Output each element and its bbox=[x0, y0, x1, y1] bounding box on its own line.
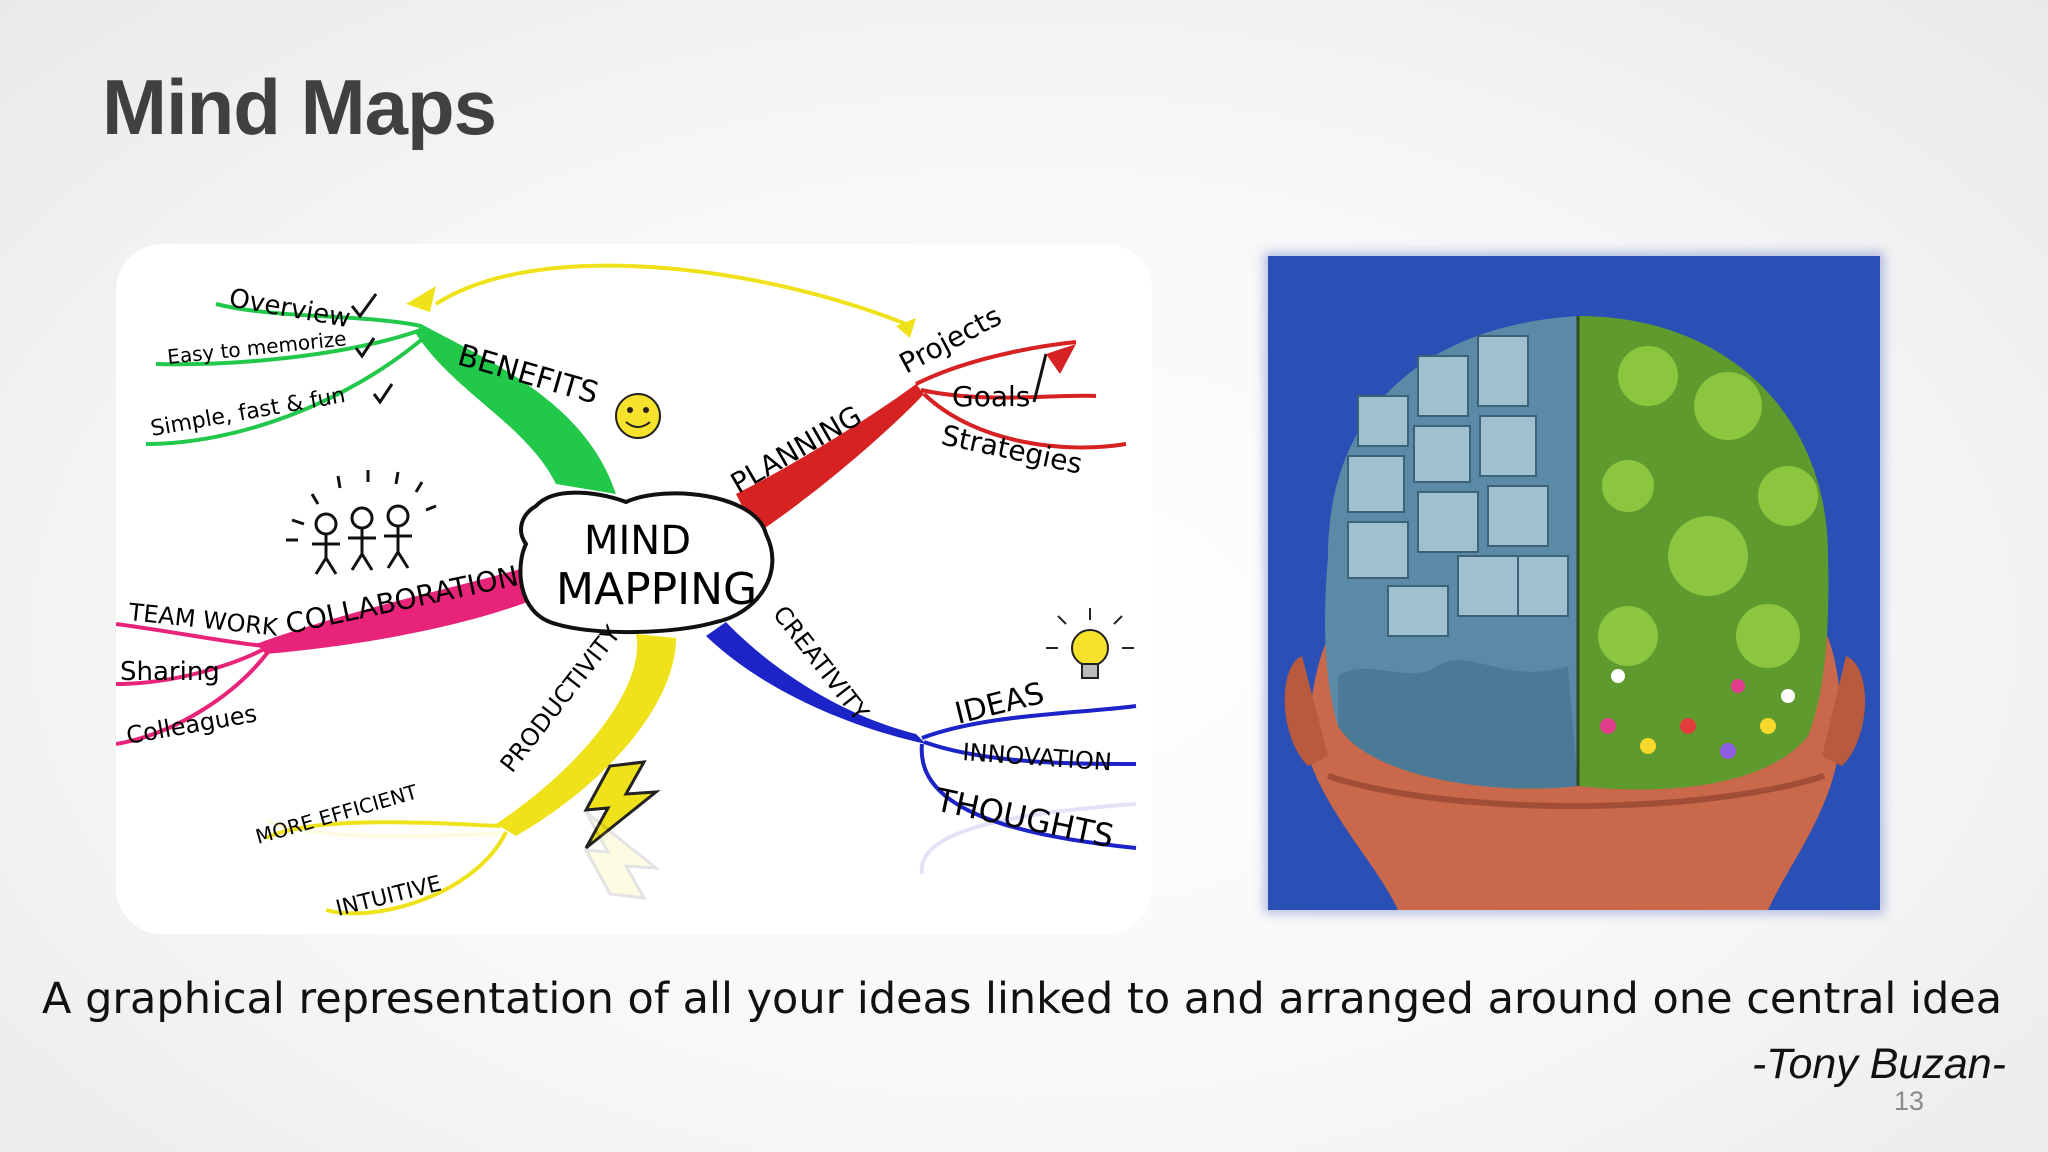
collaboration-item-3: Colleagues bbox=[124, 699, 259, 749]
center-bubble bbox=[518, 490, 775, 635]
lightning-icon bbox=[583, 760, 661, 850]
flowers bbox=[1600, 669, 1795, 759]
mind-mapping-illustration: Overview Easy to memorize Simple, fast &… bbox=[116, 244, 1152, 934]
creativity-item-2: INNOVATION bbox=[962, 738, 1113, 776]
slide-caption: A graphical representation of all your i… bbox=[42, 974, 2003, 1024]
check-icon bbox=[354, 337, 376, 359]
brain-drawing bbox=[1268, 256, 1880, 910]
arrow-head-icon bbox=[406, 286, 436, 312]
collaboration-item-2: Sharing bbox=[120, 657, 220, 687]
productivity-item-2: INTUITIVE bbox=[333, 871, 444, 921]
arrow-head-icon bbox=[896, 318, 916, 338]
city-blocks bbox=[1347, 335, 1569, 637]
creativity-item-1: IDEAS bbox=[951, 676, 1047, 732]
connector-arc bbox=[434, 263, 907, 326]
planning-branch bbox=[736, 384, 924, 534]
slide-title: Mind Maps bbox=[102, 63, 497, 151]
greenery bbox=[1598, 346, 1818, 668]
collaboration-branch bbox=[256, 564, 548, 654]
smiley-icon bbox=[615, 393, 661, 439]
brain-illustration bbox=[1268, 256, 1880, 910]
productivity-branch bbox=[496, 634, 676, 836]
lightbulb-icon bbox=[1046, 608, 1134, 679]
flag-icon bbox=[1032, 344, 1076, 403]
quote-attribution: -Tony Buzan- bbox=[1751, 1040, 2006, 1088]
productivity-item-1: MORE EFFICIENT bbox=[253, 779, 421, 848]
stick-figures-icon bbox=[286, 470, 437, 575]
creativity-branch bbox=[706, 622, 926, 744]
collaboration-item-1: TEAM WORK bbox=[126, 598, 280, 642]
brain-folds-left bbox=[1338, 660, 1578, 789]
center-label-1: MIND bbox=[584, 518, 691, 564]
center-label-2: MAPPING bbox=[556, 564, 757, 615]
benefits-branch bbox=[416, 324, 616, 494]
check-icon bbox=[350, 293, 378, 319]
planning-item-3: Strategies bbox=[939, 419, 1086, 481]
left-ear bbox=[1284, 656, 1328, 766]
creativity-item-3: THOUGHTS bbox=[931, 780, 1117, 855]
planning-item-2: Goals bbox=[952, 380, 1030, 413]
benefit-item-3: Simple, fast & fun bbox=[149, 383, 348, 442]
check-icon bbox=[372, 383, 394, 405]
right-ear bbox=[1822, 656, 1866, 766]
mind-map-drawing: Overview Easy to memorize Simple, fast &… bbox=[116, 263, 1137, 922]
page-number: 13 bbox=[1893, 1086, 1924, 1116]
